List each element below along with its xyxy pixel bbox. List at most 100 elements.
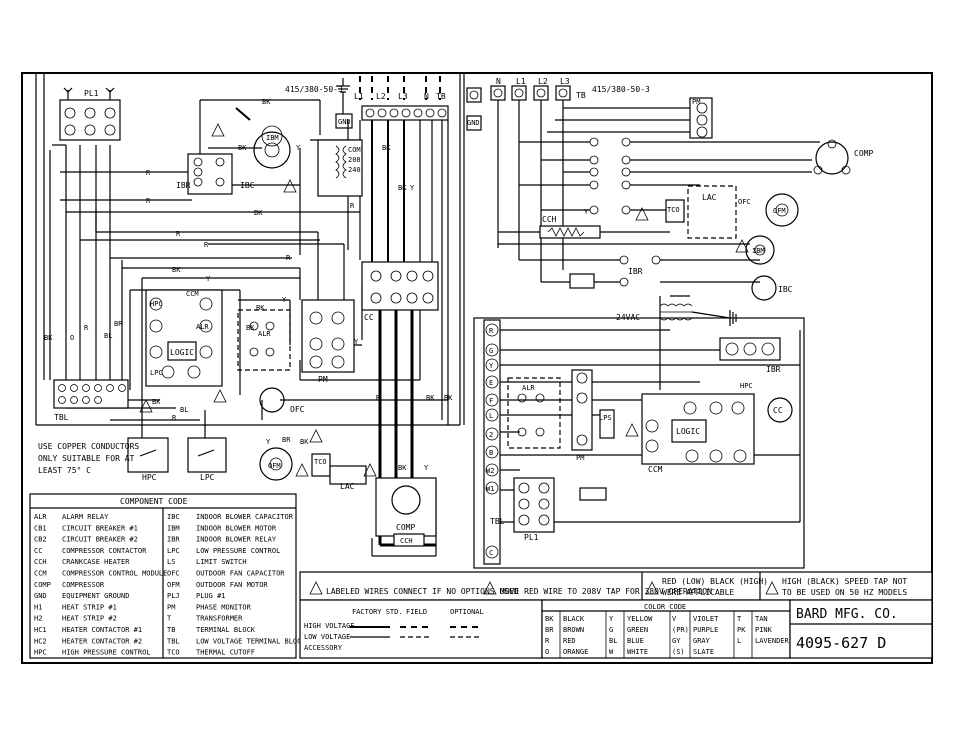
component-code-desc: HEAT STRIP #1 — [62, 603, 117, 611]
left-comp-label: COMP — [396, 523, 415, 532]
component-code-desc: INDOOR BLOWER CAPACITOR — [196, 513, 294, 521]
component-code-desc: ALARM RELAY — [62, 513, 109, 521]
component-code-desc: INDOOR BLOWER MOTOR — [196, 524, 277, 532]
color-code-cell: BL — [609, 637, 617, 645]
right-ibm-motor — [745, 235, 775, 265]
component-code-abbr: TCO — [167, 649, 180, 657]
component-code-abbr: H2 — [34, 615, 42, 623]
svg-text:R: R — [84, 324, 89, 332]
right-ibm-label: IBM — [752, 247, 765, 255]
right-tb-label: TB — [576, 91, 586, 100]
color-code-cell: BK — [545, 615, 554, 623]
left-ofm-motor — [259, 447, 293, 481]
svg-text:Y: Y — [206, 275, 211, 283]
left-n-label: N — [424, 92, 429, 101]
legend-field: FIELD — [406, 608, 427, 616]
right-pm-module — [689, 97, 713, 139]
left-alr-label: ALR — [258, 330, 271, 338]
color-code-cell: Y — [609, 615, 614, 623]
right-cc-label: CC — [773, 406, 783, 415]
right-j-connector-lower — [579, 487, 607, 501]
legend-accessory: ACCESSORY — [304, 644, 343, 652]
right-pl1-label: PL1 — [524, 533, 539, 542]
right-pm-label: PM — [692, 98, 700, 106]
right-ibr-contacts — [619, 255, 661, 287]
right-lac-label: LAC — [702, 193, 717, 202]
left-lpc-node-label: LPC — [150, 369, 163, 377]
component-code-desc: LOW VOLTAGE TERMINAL BLOCK — [196, 637, 306, 645]
right-ibr-contact-label: IBR — [628, 267, 643, 276]
left-hpc-switch — [127, 437, 169, 473]
right-n-label: N — [496, 77, 501, 86]
left-ofm-label: OFM — [268, 462, 281, 470]
svg-text:O: O — [70, 334, 74, 342]
right-tco-label: TCO — [667, 206, 680, 214]
component-code-title: COMPONENT CODE — [120, 497, 188, 506]
left-cch-label: CCH — [400, 537, 413, 545]
svg-text:R: R — [286, 254, 291, 262]
component-code-abbr: LPC — [167, 547, 180, 555]
right-low-voltage-frame — [473, 317, 805, 569]
left-transformer-tap-com: COM — [348, 146, 361, 154]
color-code-cell: L — [737, 637, 741, 645]
component-code-abbr: PLJ — [167, 592, 180, 600]
right-cch-heater — [539, 225, 601, 239]
right-ibc-capacitor — [751, 275, 777, 301]
left-alr-node-label: ALR — [196, 323, 209, 331]
right-transformer — [659, 303, 731, 321]
left-supply-lines — [359, 76, 441, 100]
component-code-abbr: TBL — [167, 637, 180, 645]
right-tbl-f: F — [489, 397, 493, 405]
right-supply-label: 415/380-50-3 — [592, 85, 650, 94]
component-code-desc: COMPRESSOR CONTACTOR — [62, 547, 147, 555]
right-lps-switch — [599, 409, 615, 439]
component-code-desc: EQUIPMENT GROUND — [62, 592, 129, 600]
left-ibr-relay — [187, 153, 233, 195]
right-ccm-label: CCM — [648, 465, 663, 474]
copper-note-line-3: LEAST 75° C — [38, 466, 91, 475]
svg-text:BK: BK — [262, 98, 271, 106]
left-tco-box — [311, 453, 331, 477]
component-code-abbr: H1 — [34, 603, 42, 611]
svg-text:R: R — [376, 394, 381, 402]
left-lac-label: LAC — [340, 482, 355, 491]
left-tbl-label: TBL — [54, 413, 69, 422]
component-code-abbr: HC1 — [34, 626, 47, 634]
svg-text:R: R — [146, 197, 151, 205]
right-tbl-label: TBL — [490, 517, 505, 526]
left-ibm-motor — [235, 107, 291, 169]
left-alr-relay — [237, 309, 291, 371]
color-code-cell: ORANGE — [563, 648, 588, 656]
svg-text:R: R — [176, 230, 181, 238]
svg-text:BK: BK — [444, 394, 453, 402]
component-code-desc: TERMINAL BLOCK — [196, 626, 256, 634]
right-logic-label: LOGIC — [676, 427, 700, 436]
svg-text:BL: BL — [104, 332, 112, 340]
left-pl1-plug — [59, 87, 121, 141]
right-cc-coil — [767, 397, 793, 423]
svg-text:BR: BR — [114, 320, 123, 328]
left-compressor — [375, 477, 437, 547]
component-code-abbr: ALR — [34, 513, 47, 521]
svg-text:Y: Y — [584, 208, 589, 216]
component-code-abbr: CB2 — [34, 536, 47, 544]
right-hpc-label: HPC — [740, 382, 753, 390]
component-code-desc: HEATER CONTACTOR #2 — [62, 637, 142, 645]
svg-text:BK: BK — [300, 438, 309, 446]
right-ibr-label: IBR — [766, 365, 781, 374]
svg-text:Y: Y — [282, 296, 287, 304]
color-code-cell: GY — [672, 637, 681, 645]
right-comp-label: COMP — [854, 149, 873, 158]
component-code-desc: INDOOR BLOWER RELAY — [196, 536, 277, 544]
right-l2-label: L2 — [538, 77, 548, 86]
left-logic-label: LOGIC — [170, 348, 194, 357]
component-code-desc: HEAT STRIP #2 — [62, 615, 117, 623]
svg-text:BK: BK — [398, 464, 407, 472]
left-tbl-terminal-strip — [53, 379, 129, 409]
component-code-desc: TRANSFORMER — [196, 615, 243, 623]
legend-high-voltage: HIGH VOLTAGE — [304, 622, 355, 630]
legend-optional: OPTIONAL — [450, 608, 484, 616]
right-tbl-e: E — [489, 379, 493, 387]
